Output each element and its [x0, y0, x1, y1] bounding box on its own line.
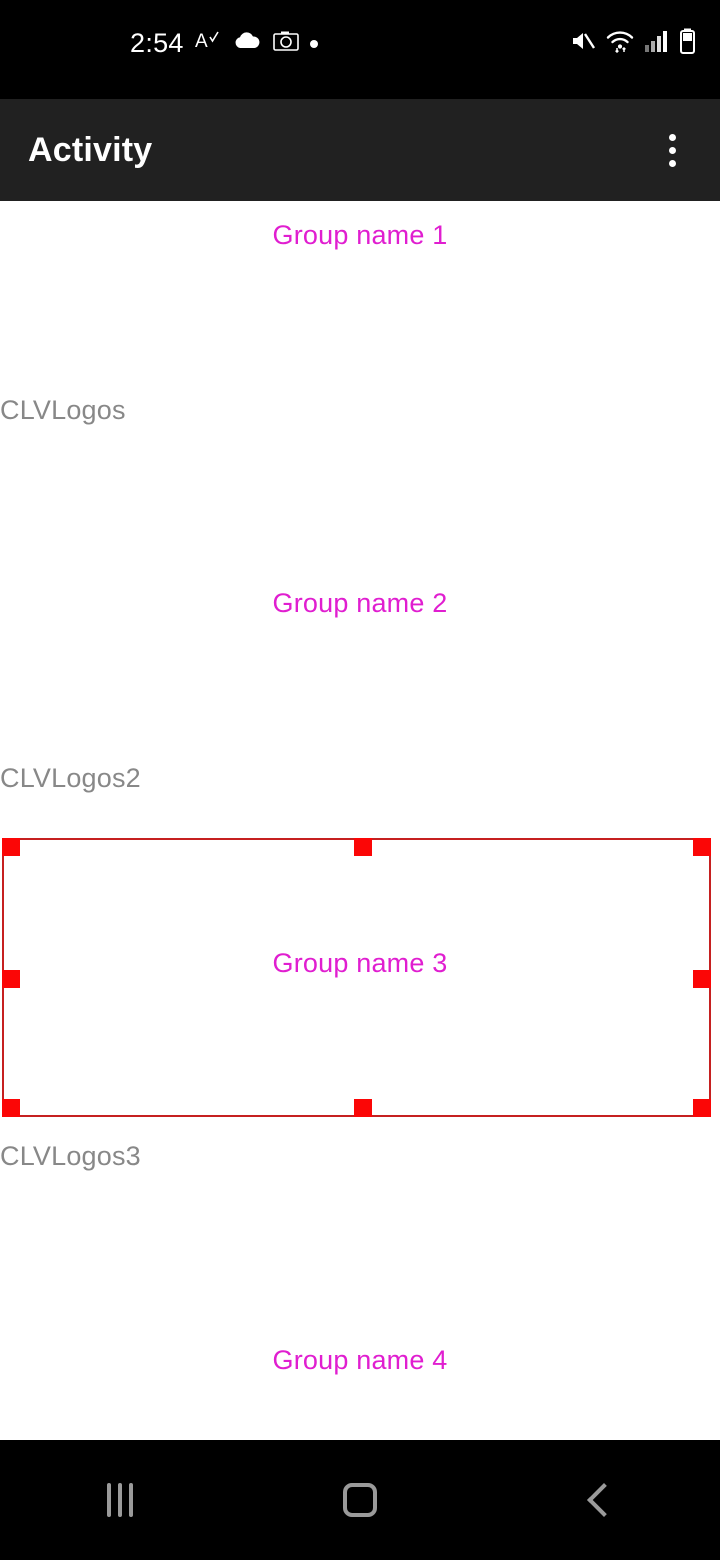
resize-handle-top-left[interactable] [2, 838, 20, 856]
recents-bar-1 [107, 1483, 111, 1517]
resize-handle-bottom-right[interactable] [693, 1099, 711, 1117]
camera-icon [272, 30, 299, 57]
overflow-dot-3 [668, 159, 676, 167]
list-item-clvlogos2[interactable]: CLVLogos2 [0, 763, 141, 793]
resize-handle-top-right[interactable] [693, 838, 711, 856]
dot-indicator-icon [309, 39, 318, 48]
recents-icon [107, 1483, 133, 1517]
list-item-clvlogos[interactable]: CLVLogos [0, 395, 126, 425]
overflow-dot-1 [668, 133, 676, 141]
resize-handle-bottom-left[interactable] [2, 1099, 20, 1117]
resize-handle-middle-right[interactable] [693, 970, 711, 988]
content-area: Group name 1 CLVLogos Group name 2 CLVLo… [0, 201, 720, 1440]
wifi-icon [605, 29, 635, 58]
resize-handle-bottom-center[interactable] [354, 1099, 372, 1117]
volume-mute-icon [570, 29, 596, 58]
home-icon [343, 1483, 377, 1517]
recents-bar-3 [129, 1483, 133, 1517]
spellcheck-a-icon: A [195, 28, 221, 59]
status-bar-left-group: 2:54 A [130, 28, 318, 59]
group-header-4: Group name 4 [272, 1345, 448, 1375]
back-chevron-icon [587, 1483, 621, 1517]
resize-handle-top-center[interactable] [354, 838, 372, 856]
status-bar-right-group [570, 28, 696, 59]
group-header-3: Group name 3 [272, 948, 448, 978]
cellular-signal-icon [644, 29, 670, 58]
app-bar: Activity [0, 99, 720, 201]
selection-box[interactable] [2, 838, 711, 1117]
resize-handle-middle-left[interactable] [2, 970, 20, 988]
overflow-menu-icon[interactable] [648, 126, 696, 174]
cloud-icon [232, 30, 262, 57]
status-bar: 2:54 A [0, 0, 720, 99]
overflow-dot-2 [668, 146, 676, 154]
group-header-2: Group name 2 [272, 588, 448, 618]
list-item-clvlogos3[interactable]: CLVLogos3 [0, 1141, 141, 1171]
group-header-1: Group name 1 [272, 220, 448, 250]
home-button[interactable] [290, 1440, 430, 1560]
recents-button[interactable] [50, 1440, 190, 1560]
battery-icon [679, 28, 696, 59]
system-navigation-bar [0, 1440, 720, 1560]
svg-text:A: A [195, 31, 208, 52]
page-title: Activity [28, 130, 153, 169]
status-bar-clock: 2:54 [130, 28, 184, 58]
back-button[interactable] [530, 1440, 670, 1560]
recents-bar-2 [118, 1483, 122, 1517]
